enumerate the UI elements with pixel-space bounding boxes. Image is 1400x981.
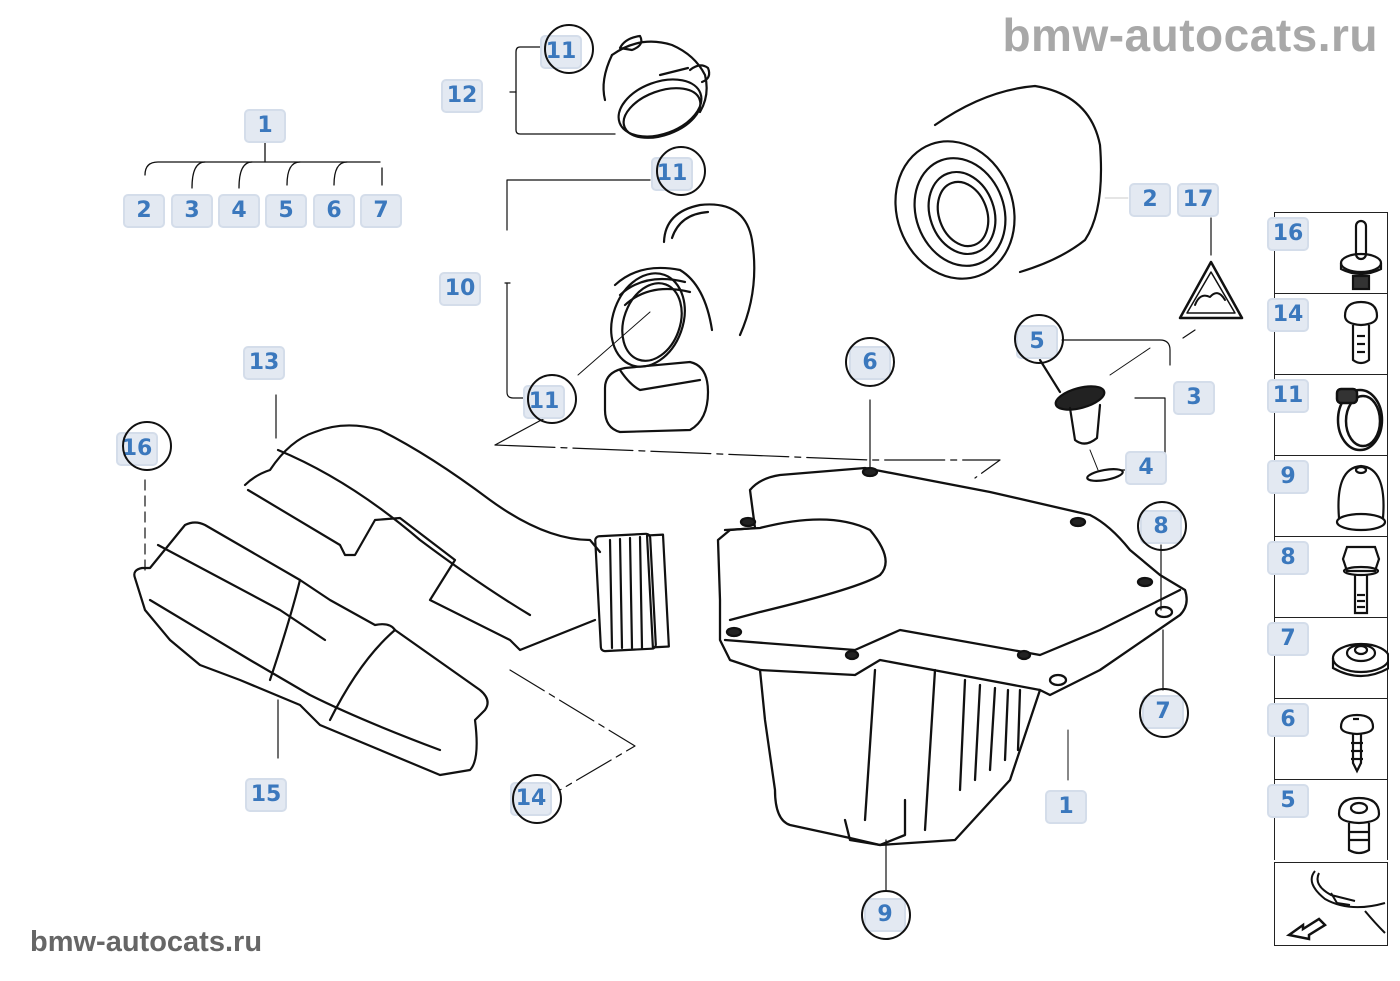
sidebar-item-label: 7 [1267, 622, 1309, 656]
upper-hose-drawing [602, 34, 711, 139]
car-front-back-arrow-icon [1285, 870, 1386, 941]
sidebar-item-label: 16 [1267, 217, 1309, 251]
callout-7-group[interactable]: 7 [360, 194, 402, 228]
callout-11-clamp-c[interactable]: 11 [523, 385, 565, 419]
sidebar-item-9[interactable]: 9 [1267, 455, 1388, 536]
sidebar-item-14[interactable]: 14 [1267, 293, 1388, 374]
push-rivet-icon [1339, 219, 1383, 291]
sidebar-item-11[interactable]: 11 [1267, 374, 1388, 455]
warning-triangle-drawing [1178, 217, 1244, 339]
intake-duct-drawing [243, 394, 670, 653]
hose-12-bracket [509, 46, 616, 135]
callout-2-filter[interactable]: 2 [1129, 183, 1171, 217]
air-housing-drawing [716, 466, 1188, 847]
sidebar-nav-button[interactable] [1274, 862, 1388, 946]
callout-7-grommet[interactable]: 7 [1142, 695, 1184, 729]
lower-hose-drawing [577, 203, 756, 434]
callout-3-group[interactable]: 3 [171, 194, 213, 228]
air-filter-drawing [894, 84, 1129, 280]
callout-11-clamp-b[interactable]: 11 [651, 157, 693, 191]
callout-1-housing[interactable]: 1 [1045, 790, 1087, 824]
callout-5-group[interactable]: 5 [265, 194, 307, 228]
sidebar-item-7[interactable]: 7 [1267, 617, 1389, 698]
sidebar-item-5[interactable]: 5 [1267, 779, 1388, 860]
sidebar-item-16[interactable]: 16 [1267, 212, 1388, 293]
watermark-top: bmw-autocats.ru [1002, 9, 1378, 61]
torx-screw-icon [1337, 796, 1381, 855]
callout-10-lower-hose[interactable]: 10 [439, 272, 481, 306]
hex-bolt-icon [1341, 545, 1381, 615]
callout-5-sensor-screw[interactable]: 5 [1016, 325, 1058, 359]
sidebar-item-8[interactable]: 8 [1267, 536, 1388, 617]
callout-9-mount[interactable]: 9 [864, 898, 906, 932]
sidebar-item-6[interactable]: 6 [1267, 698, 1388, 779]
callout-4-group[interactable]: 4 [218, 194, 260, 228]
self-tapping-screw-icon [1339, 713, 1375, 774]
callout-6-group[interactable]: 6 [313, 194, 355, 228]
intake-lower-drawing [133, 479, 489, 777]
sidebar-item-label: 9 [1267, 460, 1309, 494]
callout-2-group[interactable]: 2 [123, 194, 165, 228]
sidebar-item-label: 8 [1267, 541, 1309, 575]
hose-10-bracket [504, 179, 651, 399]
callout-16-rivet[interactable]: 16 [116, 432, 158, 466]
hose-clamp-icon [1335, 387, 1384, 452]
grommet-icon [1331, 642, 1389, 678]
sidebar-item-label: 11 [1267, 379, 1309, 413]
callout-15-intake-lower[interactable]: 15 [245, 778, 287, 812]
sidebar-item-label: 5 [1267, 784, 1309, 818]
callout-1-group[interactable]: 1 [244, 109, 286, 143]
callout-13-intake-duct[interactable]: 13 [243, 346, 285, 380]
callout-3-sensor[interactable]: 3 [1173, 381, 1215, 415]
callout-11-clamp-a[interactable]: 11 [540, 35, 582, 69]
callout-8-bolt[interactable]: 8 [1140, 510, 1182, 544]
callout-6-housing-screw[interactable]: 6 [849, 346, 891, 380]
sensor-drawing [1038, 339, 1171, 482]
callout-17-warning-label[interactable]: 17 [1177, 183, 1219, 217]
watermark-bottom: bmw-autocats.ru [30, 926, 263, 958]
callout-14-screw[interactable]: 14 [510, 782, 552, 816]
rubber-cap-icon [1335, 464, 1387, 532]
sidebar-item-label: 6 [1267, 703, 1309, 737]
callout-12-upper-hose[interactable]: 12 [441, 79, 483, 113]
group-1-bracket [144, 142, 383, 189]
screw-pan-head-icon [1343, 300, 1379, 365]
callout-4-gasket[interactable]: 4 [1125, 451, 1167, 485]
sidebar-item-label: 14 [1267, 298, 1309, 332]
